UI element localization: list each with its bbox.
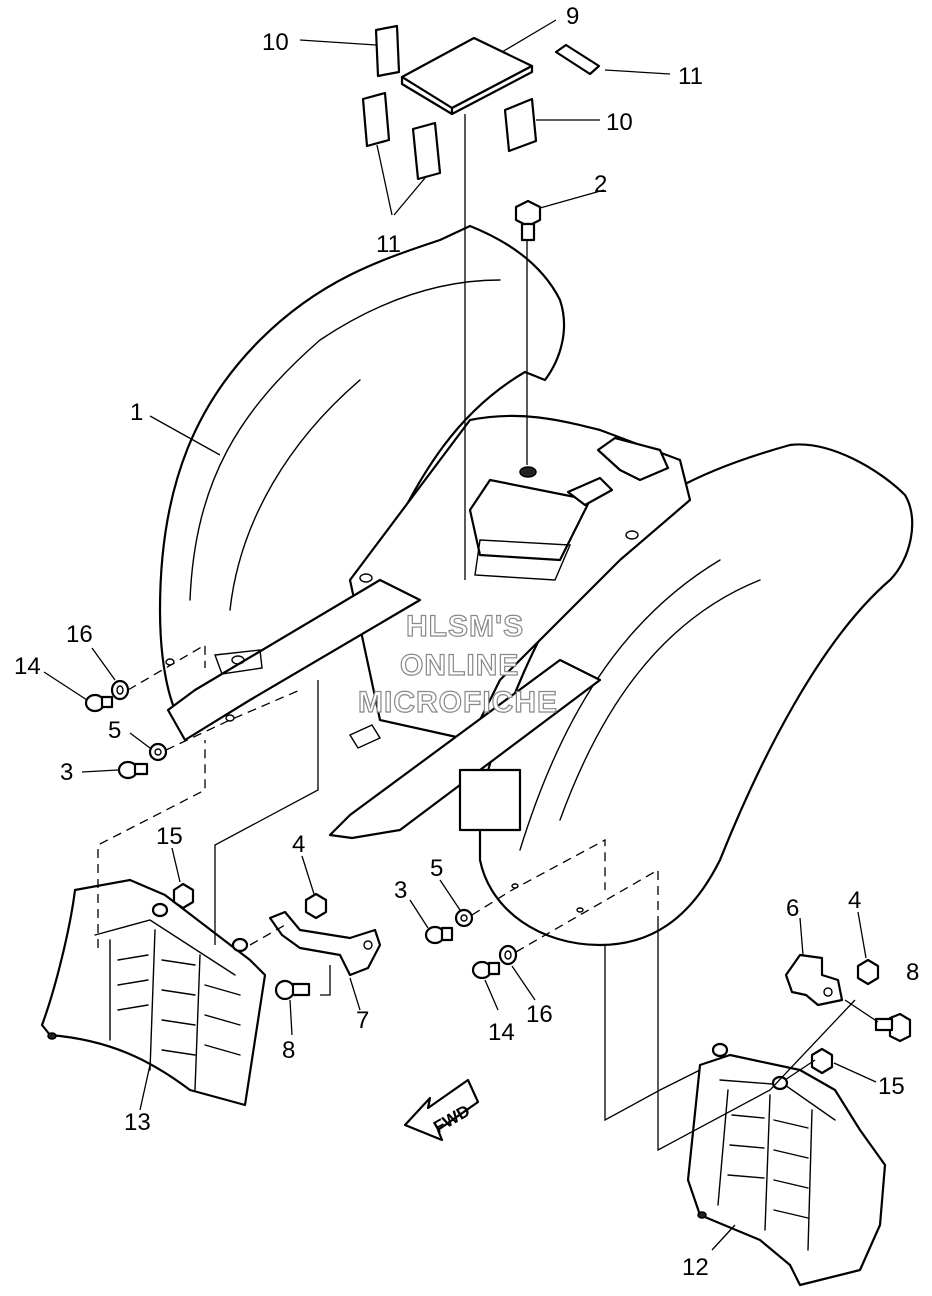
- assembly-dash-flap13: [97, 740, 206, 948]
- callout-6: 6: [786, 895, 799, 922]
- nut-15-right-graphic: [810, 1047, 834, 1075]
- assembly-dash-right-lower: [515, 868, 659, 953]
- nut-15-left-graphic: [172, 882, 195, 910]
- bolt-3-right-graphic: [424, 925, 454, 945]
- callout-10-right: 10: [606, 109, 633, 136]
- assembly-dash-bracket7: [249, 924, 286, 946]
- fwd-direction-arrow: FWD: [403, 1078, 480, 1142]
- mud-flap-12-graphic: [686, 1042, 887, 1287]
- callout-13: 13: [124, 1109, 151, 1136]
- assembly-line-nut15-right: [784, 1059, 816, 1081]
- watermark-line-2: ONLINE: [400, 649, 519, 682]
- rear-fender-graphic: [158, 224, 914, 947]
- mud-flap-13-graphic: [40, 878, 267, 1107]
- watermark-line-3: MICROFICHE: [358, 686, 558, 719]
- callout-3-left: 3: [60, 759, 73, 786]
- assembly-line-flap13-right: [214, 680, 319, 945]
- bracket-6-graphic: [784, 953, 844, 1007]
- watermark-line-1: HLSM'S: [406, 610, 524, 643]
- callout-5-right: 5: [430, 855, 443, 882]
- pad-11-left-b-graphic: [411, 121, 442, 181]
- bolt-2-graphic: [514, 199, 542, 242]
- callout-14-right: 14: [488, 1019, 515, 1046]
- callout-3-right: 3: [394, 877, 407, 904]
- pad-10-right-graphic: [503, 97, 538, 153]
- callout-16-right: 16: [526, 1001, 553, 1028]
- nut-4-left-graphic: [304, 892, 328, 920]
- assembly-line-flap12-left: [604, 945, 701, 1122]
- callout-4-left: 4: [292, 831, 305, 858]
- callout-12: 12: [682, 1254, 709, 1281]
- callout-15-left: 15: [156, 823, 183, 850]
- callout-10-left: 10: [262, 29, 289, 56]
- callout-15-right: 15: [878, 1073, 905, 1100]
- nut-4-right-graphic: [856, 958, 880, 986]
- callout-16-left: 16: [66, 621, 93, 648]
- washer-16-left-graphic: [110, 679, 130, 701]
- bolt-8-right-graphic: [874, 1012, 912, 1043]
- callout-2: 2: [594, 171, 607, 198]
- bolt-14-right-graphic: [471, 960, 501, 980]
- washer-5-left-graphic: [148, 742, 168, 762]
- callout-8-left: 8: [282, 1037, 295, 1064]
- washer-16-right-graphic: [498, 944, 518, 966]
- assembly-line-bolt8-right: [844, 999, 879, 1023]
- pad-10-left-graphic: [374, 24, 401, 78]
- callout-7: 7: [356, 1007, 369, 1034]
- pad-9-graphic: [400, 36, 534, 116]
- callout-11-left: 11: [376, 231, 401, 258]
- assembly-dash-left-lower: [165, 689, 301, 751]
- assembly-line-flap12-right: [657, 920, 856, 1152]
- bolt-8-left-graphic: [274, 979, 311, 1001]
- callout-11-right: 11: [678, 63, 703, 90]
- assembly-line-bracket7: [320, 965, 331, 996]
- callout-5-left: 5: [108, 717, 121, 744]
- callout-9: 9: [566, 3, 579, 30]
- callout-1: 1: [130, 399, 143, 426]
- callout-4-right: 4: [848, 887, 861, 914]
- bolt-3-left-graphic: [117, 760, 149, 780]
- callout-labels: 1 2 3 3 4 4 5 5 6 7 8 8 9 10 10 11 11 12…: [14, 3, 919, 1281]
- callout-8-right: 8: [906, 959, 919, 986]
- bracket-7-graphic: [268, 910, 382, 977]
- watermark: HLSM'S ONLINE MICROFICHE: [357, 609, 558, 719]
- assembly-dash-right-upper: [471, 838, 606, 916]
- callout-14-left: 14: [14, 653, 41, 680]
- pad-11-right-graphic: [554, 43, 601, 76]
- pad-11-left-a-graphic: [361, 91, 391, 148]
- callout-leaders: [43, 19, 877, 1251]
- washer-5-right-graphic: [454, 908, 474, 928]
- bolt-14-left-graphic: [84, 693, 114, 713]
